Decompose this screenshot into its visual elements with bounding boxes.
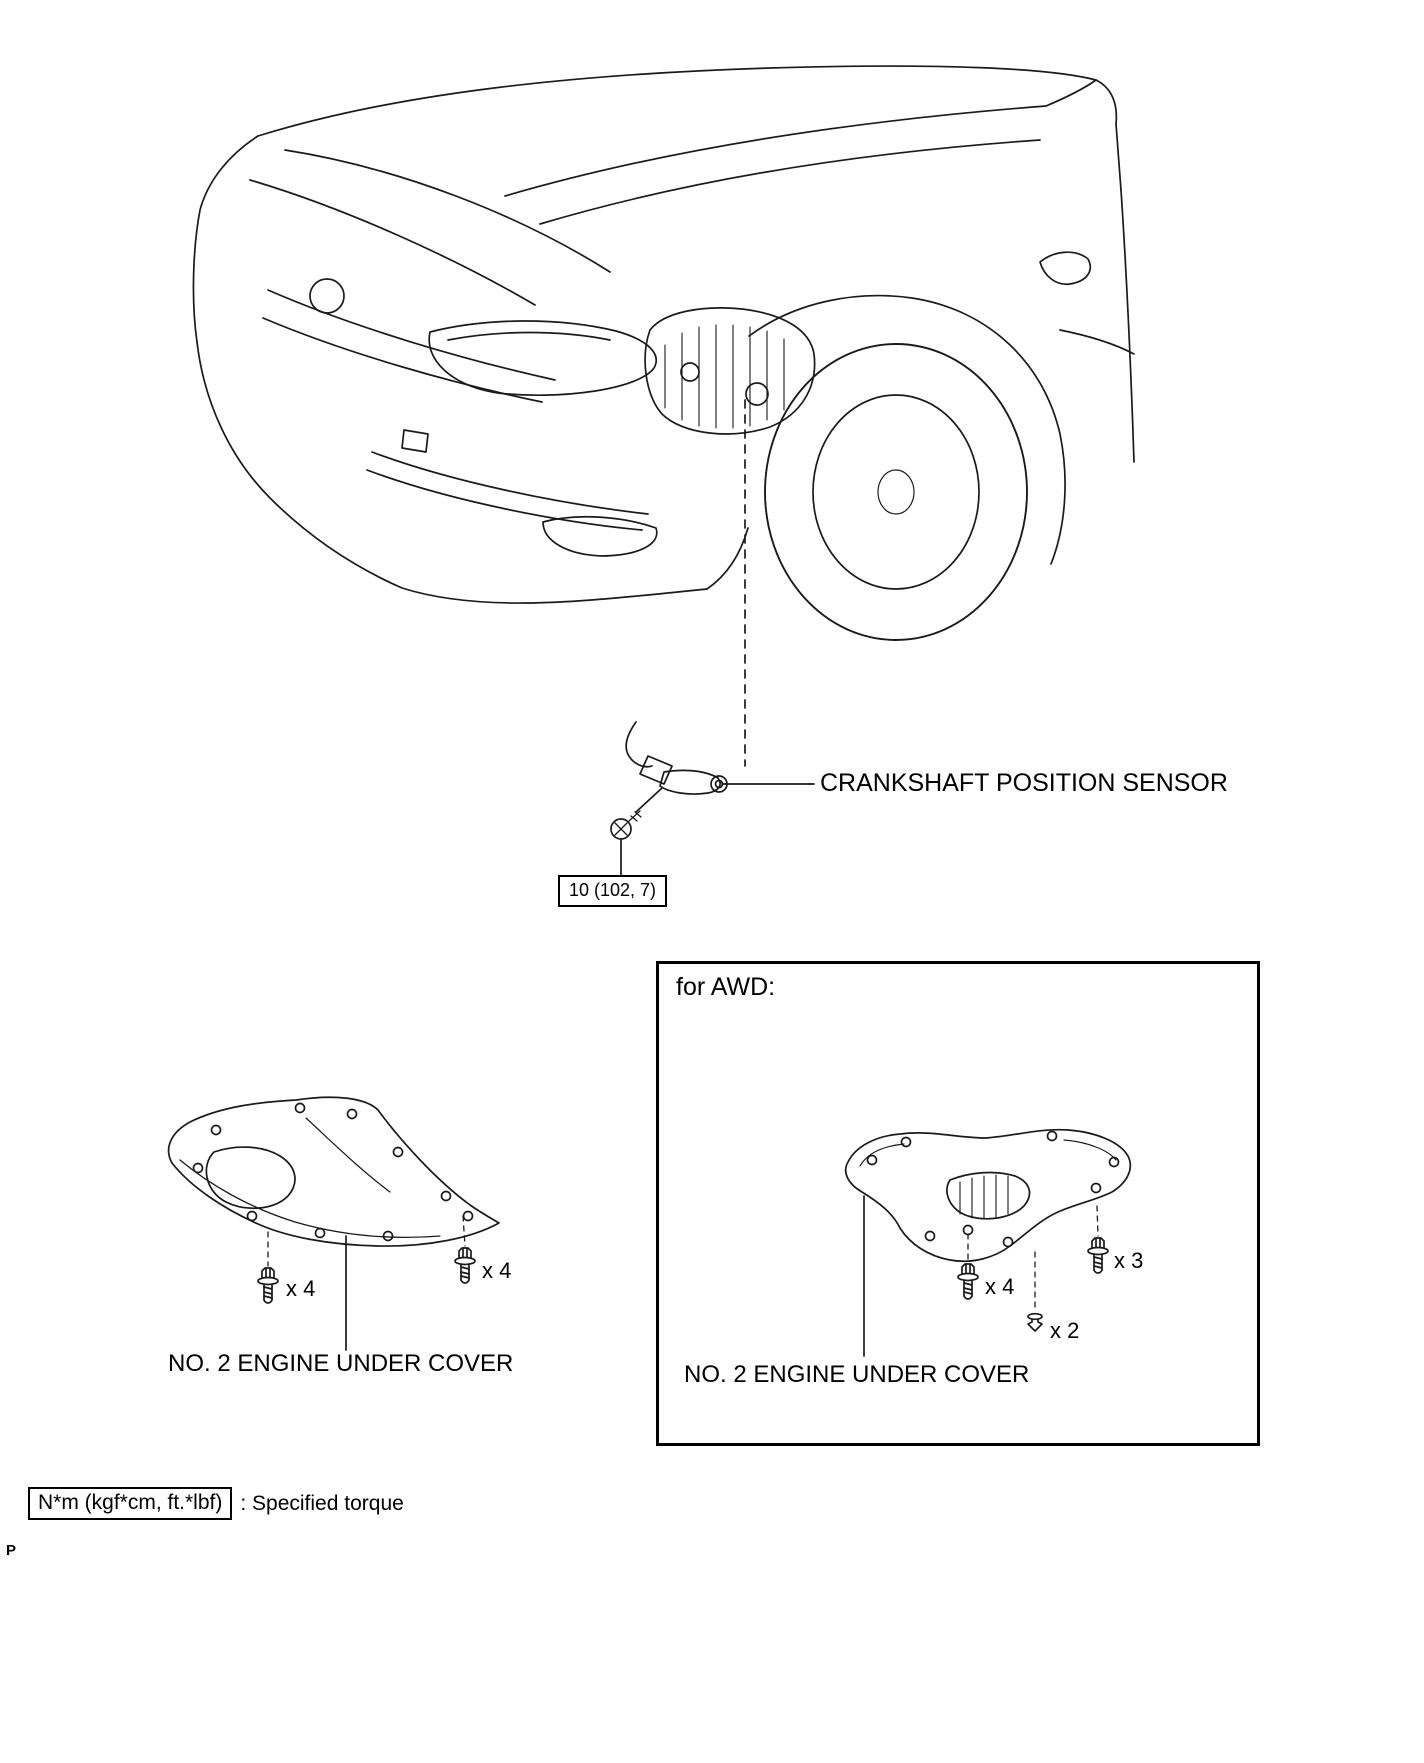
engine-cutaway [645,308,814,434]
headlight [429,321,656,395]
mirror [1040,252,1090,284]
torque-legend-box: N*m (kgf*cm, ft.*lbf) [28,1487,233,1520]
bolt-count-awd-a: x 4 [985,1274,1015,1299]
under-cover-left-art [169,1097,499,1350]
sensor-bolt-icon [611,811,641,839]
under-cover-awd-art [846,1130,1131,1356]
sensor-wire [626,722,652,767]
bolt-icon [957,1263,979,1300]
torque-legend: N*m (kgf*cm, ft.*lbf) : Specified torque [28,1487,404,1520]
awd-section-box [656,961,1260,1446]
engine-under-cover-label-awd: NO. 2 ENGINE UNDER COVER [684,1361,1030,1388]
sensor-connector [640,756,672,784]
bolt-count-awd-b: x 3 [1114,1248,1144,1273]
torque-spec-box: 10 (102, 7) [558,875,668,907]
awd-section-title: for AWD: [676,973,776,1001]
clip-icon [1027,1312,1043,1332]
crankshaft-position-sensor-label: CRANKSHAFT POSITION SENSOR [820,769,1228,797]
engine-under-cover-label-2wd: NO. 2 ENGINE UNDER COVER [168,1350,514,1377]
page-marker: P [6,1542,17,1559]
bolt-icon [257,1267,279,1304]
clip-count-awd: x 2 [1050,1318,1080,1343]
emblem [310,279,344,313]
bolt-icon [454,1247,476,1284]
sensor-callout [611,400,814,875]
fog-lamp [543,517,657,556]
bolt-count-left-rear: x 4 [482,1258,512,1283]
bolt-count-left-front: x 4 [286,1276,316,1301]
front-wheel [765,344,1027,640]
torque-legend-text: : Specified torque [240,1491,404,1515]
bolt-icon [1087,1237,1109,1274]
sensor-body [660,770,720,794]
car-line-art [193,66,1134,640]
